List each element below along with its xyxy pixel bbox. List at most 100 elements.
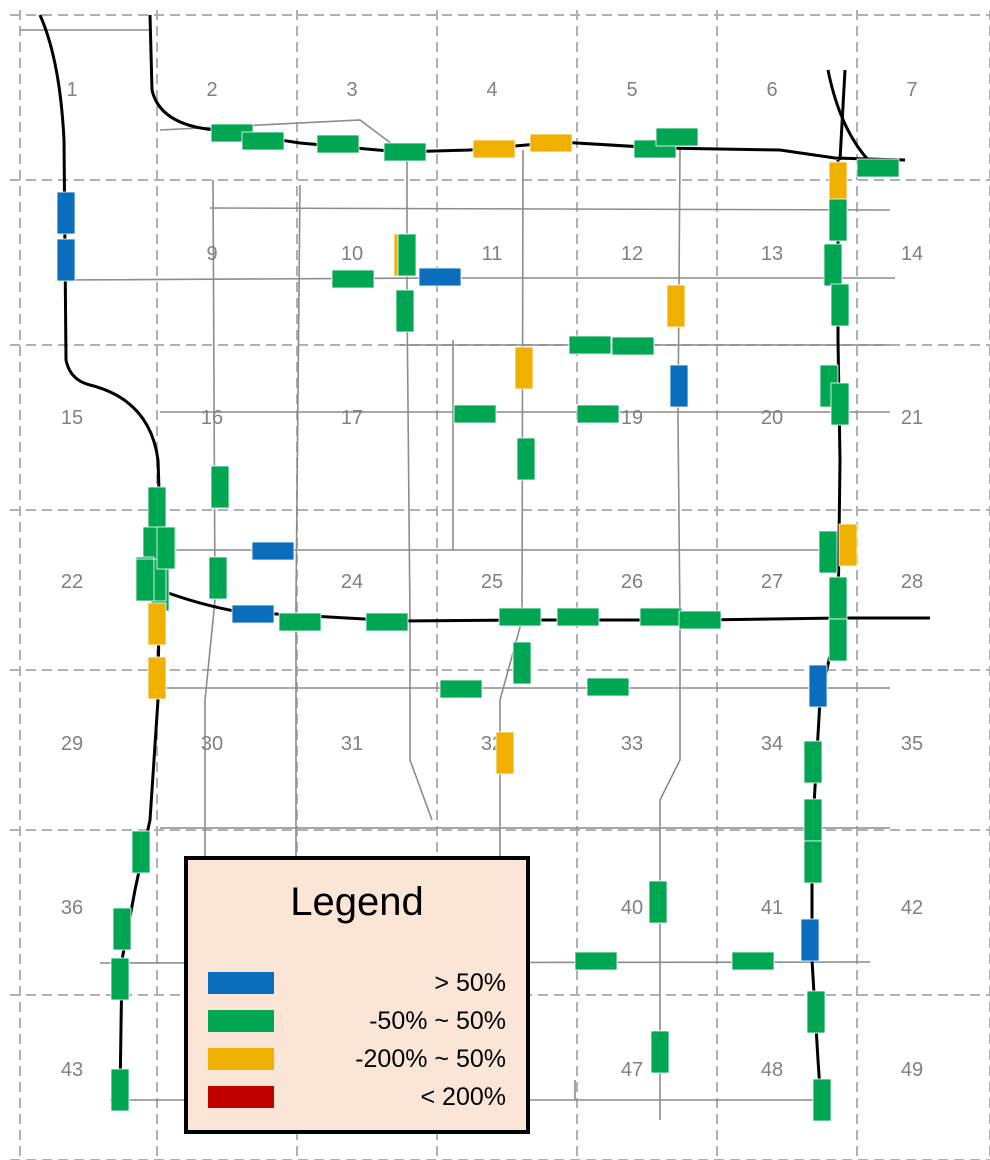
- zone-label: 21: [901, 407, 923, 429]
- link-marker-stable: [611, 336, 655, 356]
- link-marker-stable: [208, 556, 228, 600]
- link-marker-decrease: [147, 602, 167, 646]
- link-marker-stable: [568, 335, 612, 355]
- zone-label: 1: [66, 79, 77, 101]
- link-marker-stable: [331, 269, 375, 289]
- link-marker-stable: [210, 465, 230, 509]
- zone-label: 49: [901, 1059, 923, 1081]
- freeway-segment: [38, 14, 162, 1096]
- zone-label: 33: [621, 733, 643, 755]
- road-segment: [59, 277, 895, 281]
- link-marker-stable: [110, 1068, 130, 1112]
- legend-title: Legend: [290, 880, 424, 924]
- zone-label: 2: [206, 79, 217, 101]
- zone-label: 17: [341, 407, 363, 429]
- link-marker-stable: [439, 679, 483, 699]
- legend-swatch-blue: [208, 972, 274, 994]
- road-segment: [209, 207, 891, 211]
- link-marker-decrease: [495, 731, 515, 775]
- link-marker-increase-high: [808, 664, 828, 708]
- link-marker-stable: [131, 830, 151, 874]
- link-marker-stable: [395, 289, 415, 333]
- zone-label: 6: [766, 79, 777, 101]
- zone-label: 28: [901, 571, 923, 593]
- zone-label: 29: [61, 733, 83, 755]
- link-marker-stable: [812, 1078, 832, 1122]
- zone-label: 22: [61, 571, 83, 593]
- link-marker-stable: [135, 558, 155, 602]
- link-marker-decrease: [828, 161, 848, 205]
- freeway-segment: [148, 14, 906, 162]
- link-marker-stable: [650, 1030, 670, 1074]
- zone-label: 19: [621, 407, 643, 429]
- zone-label: 3: [346, 79, 357, 101]
- link-marker-stable: [823, 243, 843, 287]
- legend-swatch-red: [208, 1086, 274, 1108]
- link-marker-stable: [156, 526, 176, 570]
- link-marker-stable: [556, 607, 600, 627]
- zone-label: 4: [486, 79, 497, 101]
- zone-label: 31: [341, 733, 363, 755]
- link-marker-stable: [498, 607, 542, 627]
- legend-item-stable: -50% ~ 50%: [208, 1008, 506, 1034]
- zone-label: 14: [901, 243, 923, 265]
- legend: Legend > 50% -50% ~ 50% -200% ~ 50% < 20…: [184, 856, 530, 1134]
- zone-label: 40: [621, 897, 643, 919]
- legend-swatch-yellow: [208, 1048, 274, 1070]
- legend-label-decrease: -200% ~ 50%: [355, 1045, 506, 1073]
- link-marker-increase-high: [669, 364, 689, 408]
- zone-label: 25: [481, 571, 503, 593]
- legend-label-increase-high: > 50%: [434, 969, 506, 997]
- legend-item-decrease-high: < 200%: [208, 1084, 506, 1110]
- link-markers: [56, 123, 900, 1122]
- link-marker-decrease: [838, 523, 858, 567]
- zone-label: 30: [201, 733, 223, 755]
- zone-label: 15: [61, 407, 83, 429]
- link-marker-stable: [655, 127, 699, 147]
- zone-label: 9: [206, 243, 217, 265]
- link-marker-decrease: [472, 139, 516, 159]
- zone-label: 43: [61, 1059, 83, 1081]
- link-marker-stable: [112, 907, 132, 951]
- link-marker-stable: [512, 641, 532, 685]
- zone-label: 10: [341, 243, 363, 265]
- zone-label: 24: [341, 571, 363, 593]
- link-marker-stable: [639, 607, 683, 627]
- link-marker-increase-high: [418, 267, 462, 287]
- link-marker-stable: [576, 404, 620, 424]
- link-marker-stable: [803, 798, 823, 842]
- link-marker-stable: [516, 437, 536, 481]
- zone-label: 36: [61, 897, 83, 919]
- legend-item-increase-high: > 50%: [208, 970, 506, 996]
- freeway-segment: [159, 588, 930, 623]
- link-marker-increase-high: [231, 604, 275, 624]
- zone-label: 11: [482, 243, 503, 265]
- link-marker-increase-high: [251, 541, 295, 561]
- zone-label: 16: [201, 407, 223, 429]
- zone-label: 7: [906, 79, 917, 101]
- zone-label: 42: [901, 897, 923, 919]
- link-marker-stable: [830, 382, 850, 426]
- link-marker-stable: [453, 404, 497, 424]
- zone-label: 5: [626, 79, 637, 101]
- zone-label: 35: [901, 733, 923, 755]
- link-marker-stable: [278, 612, 322, 632]
- legend-item-decrease: -200% ~ 50%: [208, 1046, 506, 1072]
- zone-label: 41: [761, 897, 783, 919]
- zone-label: 13: [761, 243, 783, 265]
- link-marker-stable: [241, 131, 285, 151]
- link-marker-stable: [806, 990, 826, 1034]
- link-marker-stable: [397, 233, 417, 277]
- link-marker-stable: [803, 840, 823, 884]
- link-marker-increase-high: [56, 191, 76, 235]
- link-marker-stable: [365, 612, 409, 632]
- link-marker-stable: [648, 880, 668, 924]
- zone-label: 27: [761, 571, 783, 593]
- legend-label-decrease-high: < 200%: [420, 1083, 507, 1111]
- link-marker-increase-high: [56, 238, 76, 282]
- link-marker-stable: [856, 158, 900, 178]
- link-marker-stable: [828, 576, 848, 620]
- zone-label: 47: [621, 1059, 643, 1081]
